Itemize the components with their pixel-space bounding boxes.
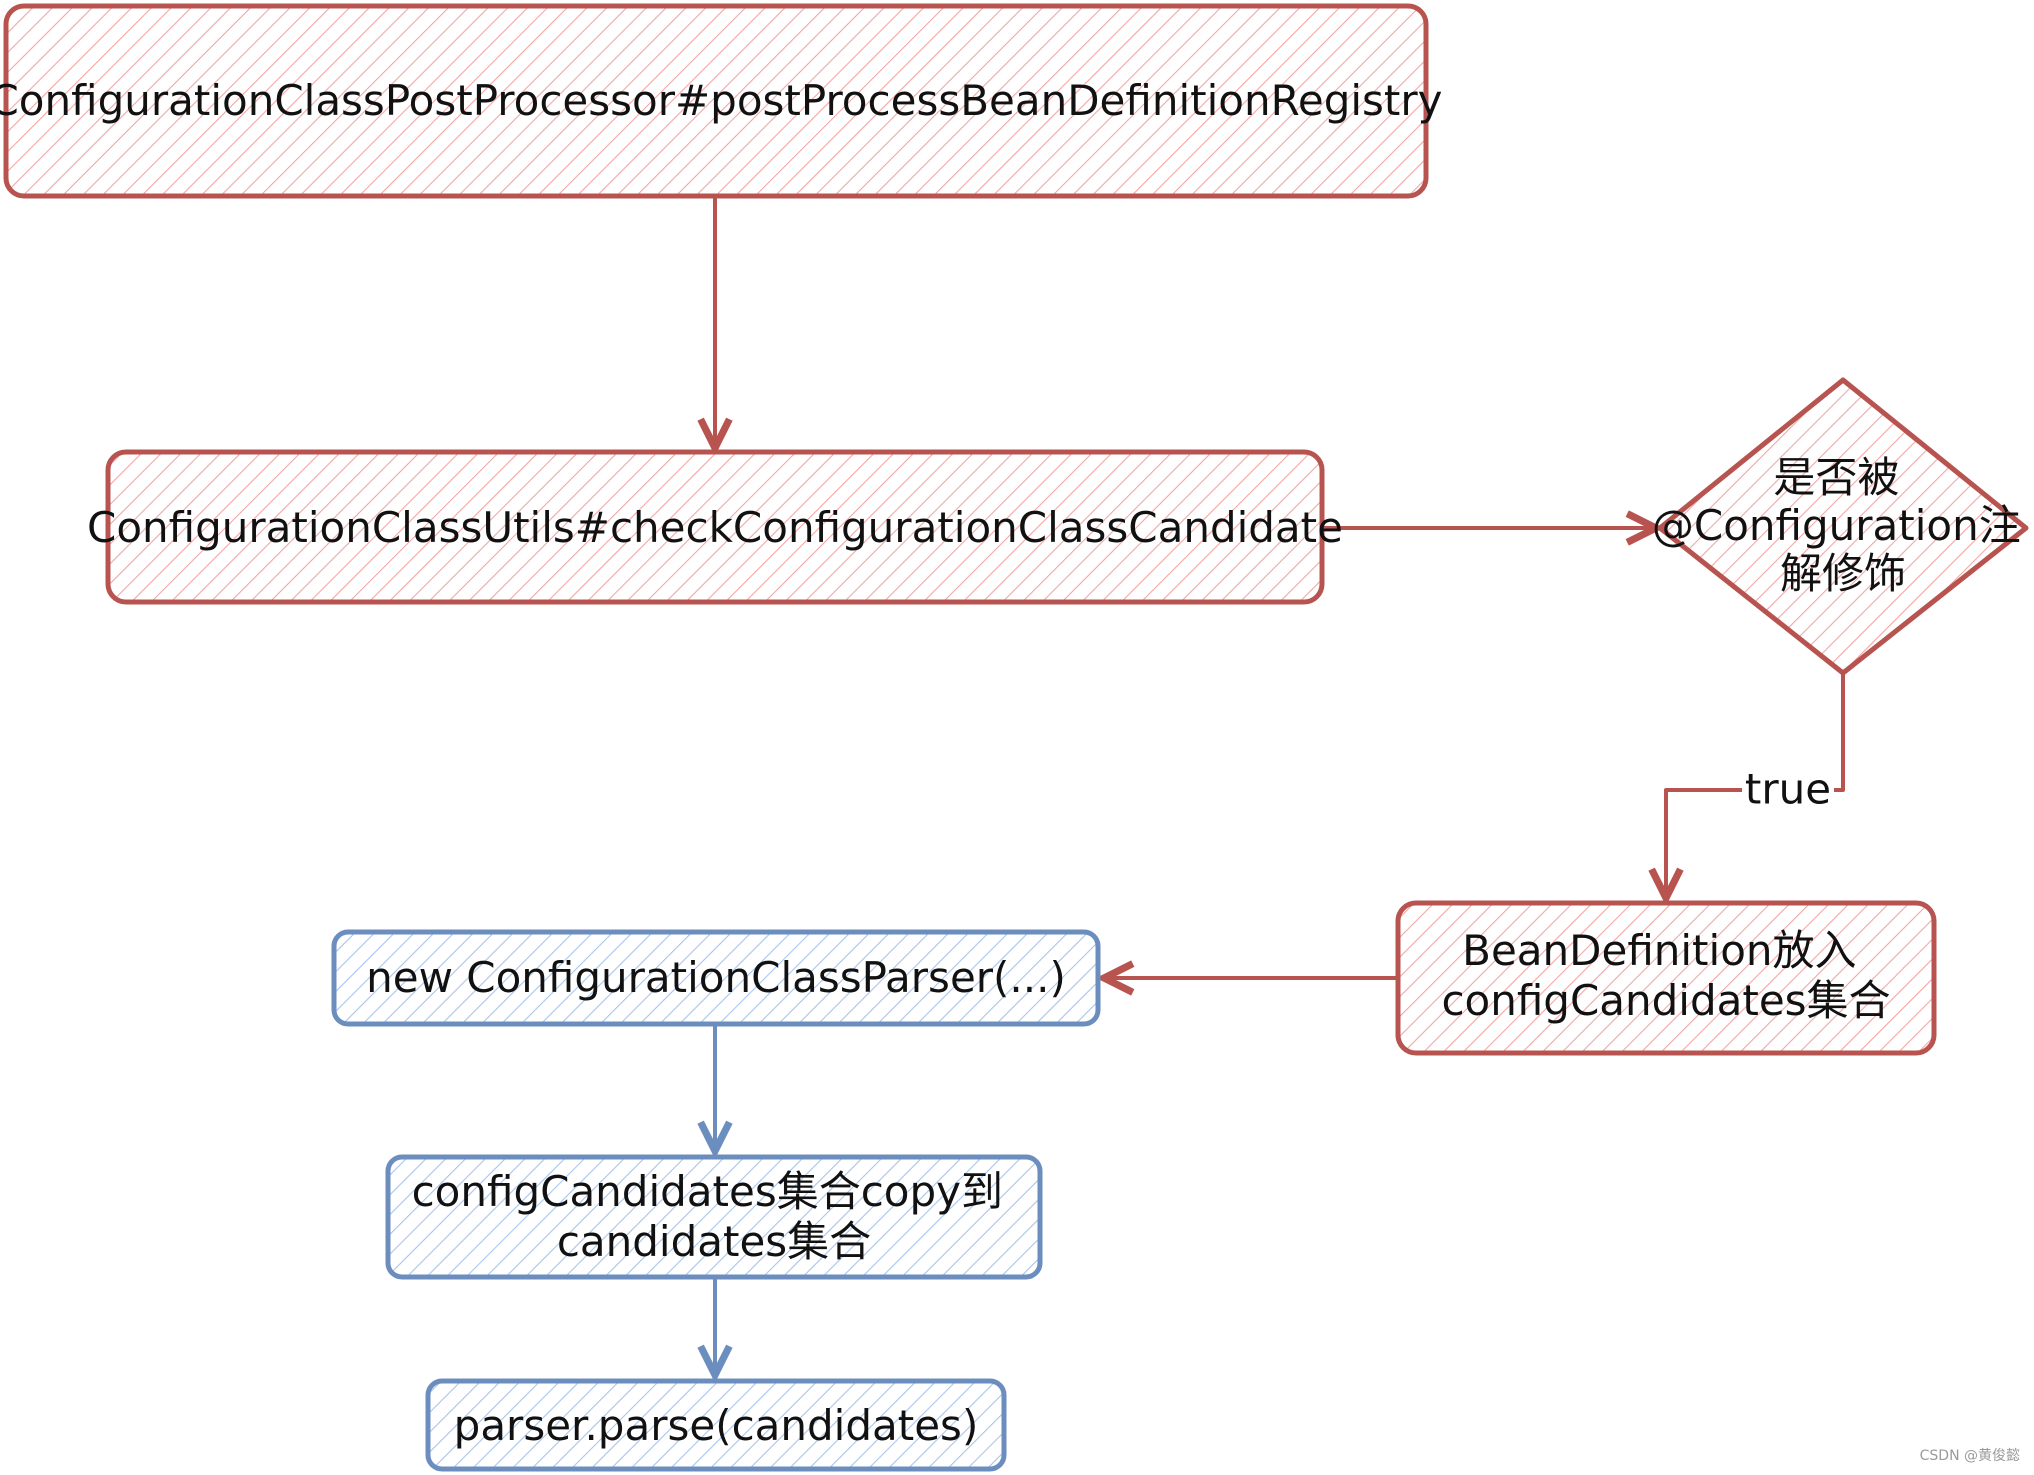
copy-candidates-node[interactable]: configCandidates集合copy到 candidates集合: [385, 1154, 1043, 1280]
edges: true: [715, 194, 1845, 1375]
svg-text:ConfigurationClassUtils#checkC: ConfigurationClassUtils#checkConfigurati…: [87, 503, 1343, 552]
new-parser-node-label: new ConfigurationClassParser(...): [366, 953, 1066, 1002]
svg-text:new ConfigurationClassParser(.: new ConfigurationClassParser(...): [366, 953, 1066, 1002]
postprocess-node[interactable]: ConfigurationClassPostProcessor#postProc…: [0, 3, 1443, 199]
svg-text:configCandidates集合copy到: configCandidates集合copy到 candidates集合: [412, 1167, 1017, 1266]
nodes: ConfigurationClassPostProcessor#postProc…: [0, 3, 2034, 1472]
svg-text:parser.parse(candidates): parser.parse(candidates): [454, 1401, 979, 1450]
copy-candidates-line-1: configCandidates集合copy到: [412, 1167, 1003, 1216]
true-label-background: [1742, 768, 1834, 812]
svg-text:是否被 @Configuration注: 是否被 @Configuration注 解修饰: [1652, 453, 2034, 598]
put-candidates-line-1: BeanDefinition放入: [1462, 926, 1856, 975]
copy-candidates-line-2: candidates集合: [557, 1217, 871, 1266]
decision-line-2: @Configuration注: [1652, 501, 2021, 550]
configuration-annotation-decision[interactable]: 是否被 @Configuration注 解修饰: [1652, 377, 2034, 676]
parse-node-label: parser.parse(candidates): [454, 1401, 979, 1450]
decision-line-3: 解修饰: [1780, 549, 1906, 598]
put-config-candidates-node[interactable]: BeanDefinition放入 configCandidates集合: [1395, 900, 1937, 1056]
new-parser-node[interactable]: new ConfigurationClassParser(...): [331, 929, 1101, 1027]
check-candidate-node[interactable]: ConfigurationClassUtils#checkConfigurati…: [87, 449, 1343, 605]
put-candidates-line-2: configCandidates集合: [1441, 976, 1890, 1025]
parse-node[interactable]: parser.parse(candidates): [425, 1378, 1007, 1472]
postprocess-node-label: ConfigurationClassPostProcessor#postProc…: [0, 76, 1443, 125]
check-candidate-node-label: ConfigurationClassUtils#checkConfigurati…: [87, 503, 1343, 552]
decision-line-1: 是否被: [1773, 453, 1899, 502]
watermark: CSDN @黄俊懿: [1919, 1448, 2020, 1464]
svg-text:ConfigurationClassPostProcesso: ConfigurationClassPostProcessor#postProc…: [0, 76, 1443, 125]
edge-label-true: true: [1745, 765, 1831, 814]
svg-text:BeanDefinition放入 confi: BeanDefinition放入 configCandidates集合: [1441, 926, 1890, 1025]
